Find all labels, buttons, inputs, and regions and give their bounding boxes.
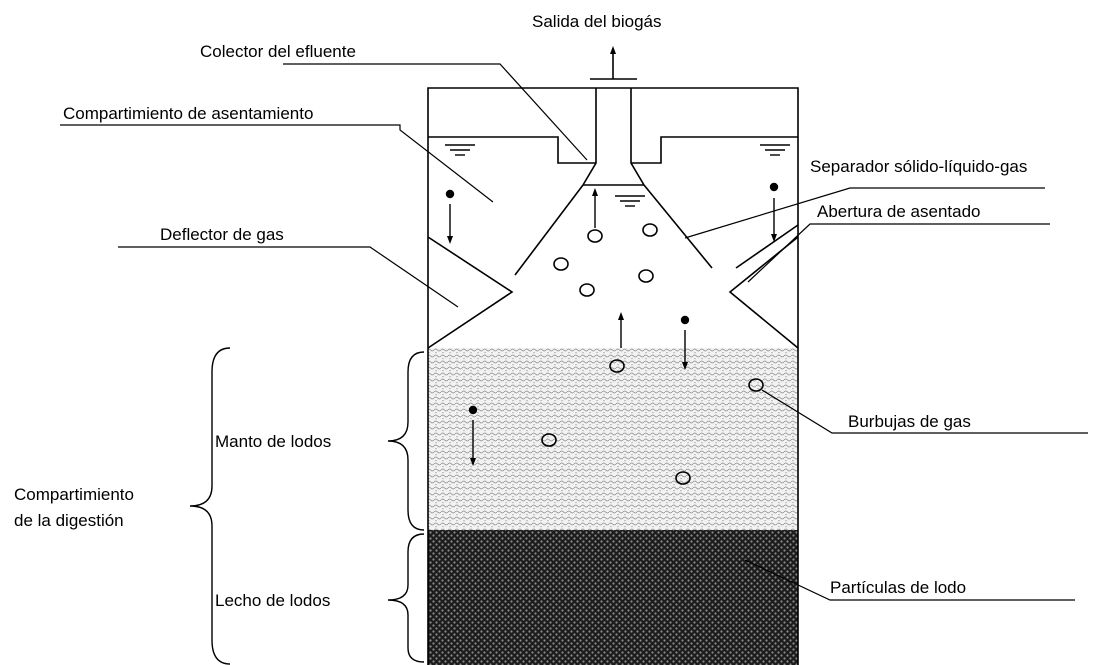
sludge-particle: [445, 189, 455, 199]
gas-bubble: [748, 378, 764, 392]
liquid-level-weir: [428, 136, 798, 164]
gls-separator-cone: [514, 184, 713, 276]
gas-bubble: [642, 223, 658, 237]
gas-bubble: [541, 433, 557, 447]
label-sludge-bed: Lecho de lodos: [215, 591, 330, 610]
sludge-bed-region: [428, 530, 798, 665]
brace-digestion: [189, 347, 231, 665]
gas-deflector-right: [728, 236, 799, 349]
upflow-arrows: [592, 188, 624, 348]
gas-bubbles-group: [541, 223, 764, 485]
water-level-symbols: [445, 144, 790, 207]
sludge-particle: [769, 182, 779, 192]
sludge-blanket-region: [428, 348, 798, 530]
leader-lines: [60, 63, 1088, 601]
reactor-walls: [427, 87, 799, 665]
gas-bubble: [579, 283, 595, 297]
label-settling-opening: Abertura de asentado: [817, 202, 981, 221]
brace-sludge-blanket: [387, 351, 425, 531]
gas-bubble: [553, 257, 569, 271]
label-gas-bubbles: Burbujas de gas: [848, 412, 971, 431]
gas-bubble: [638, 269, 654, 283]
label-gls-separator: Separador sólido-líquido-gas: [810, 157, 1027, 176]
gas-bubble: [587, 229, 603, 243]
brace-sludge-bed: [387, 533, 425, 663]
braces: [189, 347, 425, 665]
sludge-particle: [468, 405, 478, 415]
gas-bubble: [609, 359, 625, 373]
sludge-particle: [680, 315, 690, 325]
label-effluent-collector: Colector del efluente: [200, 42, 356, 61]
label-settling-compartment: Compartimiento de asentamiento: [63, 104, 313, 123]
label-gas-deflector: Deflector de gas: [160, 225, 284, 244]
settling-opening-baffle: [735, 224, 799, 269]
effluent-collector: [582, 88, 645, 186]
biogas-outlet-arrow: [590, 46, 637, 80]
label-sludge-particles: Partículas de lodo: [830, 578, 966, 597]
label-digestion-compartment-2: de la digestión: [14, 511, 124, 530]
label-biogas-outlet: Salida del biogás: [532, 12, 661, 31]
sludge-particles-group: [445, 182, 779, 466]
label-sludge-blanket: Manto de lodos: [215, 432, 331, 451]
gas-deflector-left: [427, 236, 514, 349]
label-digestion-compartment-1: Compartimiento: [14, 485, 134, 504]
gas-bubble: [675, 471, 691, 485]
